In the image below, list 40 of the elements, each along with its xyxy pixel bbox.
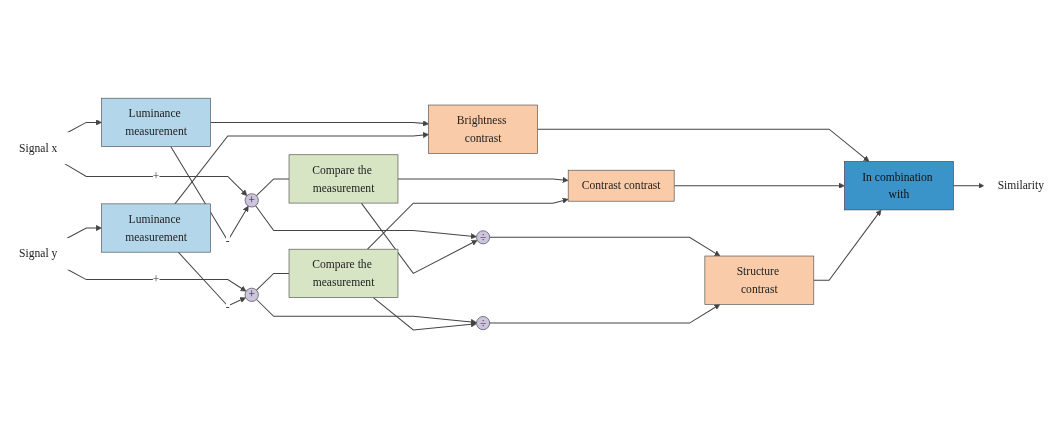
edge-label: +: [152, 169, 160, 183]
arrow: [210, 120, 429, 127]
arrow: [367, 197, 569, 250]
connector: [256, 178, 290, 197]
arrow: [66, 119, 102, 134]
arrow: [489, 304, 721, 324]
node-box: Compare the measurement: [288, 154, 399, 204]
edge-label: -: [225, 299, 230, 313]
arrow: [673, 182, 845, 189]
node-circle: ÷: [476, 230, 490, 245]
arrow: [813, 209, 882, 281]
node-box: In combination with: [844, 161, 954, 211]
connector: [256, 272, 290, 291]
node-box: Compare the measurement: [288, 248, 399, 298]
node-box: Brightness contrast: [428, 104, 538, 154]
node-text: Signal y: [19, 247, 58, 261]
arrow: [360, 202, 478, 275]
edge-label: -: [225, 234, 230, 248]
edge-label: +: [152, 272, 160, 286]
node-circle: +: [244, 193, 259, 208]
arrow: [256, 299, 477, 325]
arrow: [174, 132, 429, 205]
node-circle: ÷: [476, 316, 490, 330]
arrow: [372, 297, 477, 331]
arrow: [489, 236, 721, 257]
arrow: [397, 176, 569, 183]
node-text: Signal x: [19, 141, 58, 155]
node-box: Luminance measurement: [101, 97, 211, 147]
arrow: [66, 268, 247, 292]
node-text: Similarity: [997, 179, 1044, 193]
node-box: Luminance measurement: [101, 203, 211, 253]
node-box: Structure contrast: [704, 255, 815, 305]
arrow: [64, 163, 248, 196]
arrow: [255, 205, 477, 240]
arrow: [952, 182, 985, 189]
arrow: [66, 225, 102, 239]
arrow: [537, 128, 870, 162]
node-circle: +: [244, 287, 259, 302]
arrow: [177, 251, 246, 307]
node-box: Contrast contrast: [567, 169, 675, 202]
